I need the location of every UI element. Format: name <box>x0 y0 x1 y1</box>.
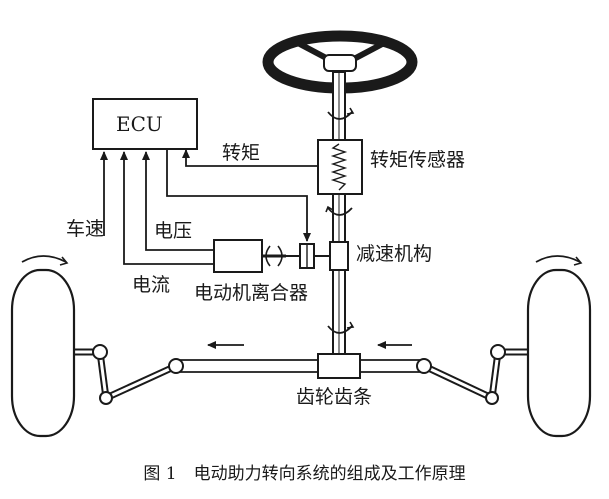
right-linkage <box>416 344 528 405</box>
voltage-signal-line <box>142 151 214 251</box>
rotation-arrow-middle <box>325 205 353 216</box>
left-wheel <box>10 255 76 438</box>
motor-clutch-label: 电动机离合器 <box>194 282 309 304</box>
torque-sensor <box>317 139 363 195</box>
torque-signal-line <box>182 149 318 167</box>
clutch <box>286 243 330 269</box>
right-wheel <box>526 255 592 438</box>
torque-label: 转矩 <box>222 142 261 164</box>
rack-pinion-label: 齿轮齿条 <box>296 386 373 408</box>
reduction-mechanism-box <box>329 241 349 271</box>
ecu-label: ECU <box>116 112 163 136</box>
left-linkage <box>72 344 184 405</box>
rotation-arrow-upper <box>327 107 355 120</box>
current-signal-line <box>120 151 214 265</box>
rack <box>176 353 424 379</box>
motor <box>213 239 286 273</box>
voltage-label: 电压 <box>154 220 193 242</box>
figure-caption: 图 1 电动助力转向系统的组成及工作原理 <box>143 464 466 484</box>
vehicle-speed-label: 车速 <box>66 218 105 240</box>
steering-column <box>332 71 346 367</box>
torque-sensor-label: 转矩传感器 <box>370 149 466 171</box>
current-label: 电流 <box>132 274 171 296</box>
reduction-mechanism-label: 减速机构 <box>356 243 433 265</box>
clutch-control-line <box>166 149 311 242</box>
rotation-arrow-lower <box>327 321 355 334</box>
ecu-box <box>92 98 198 150</box>
